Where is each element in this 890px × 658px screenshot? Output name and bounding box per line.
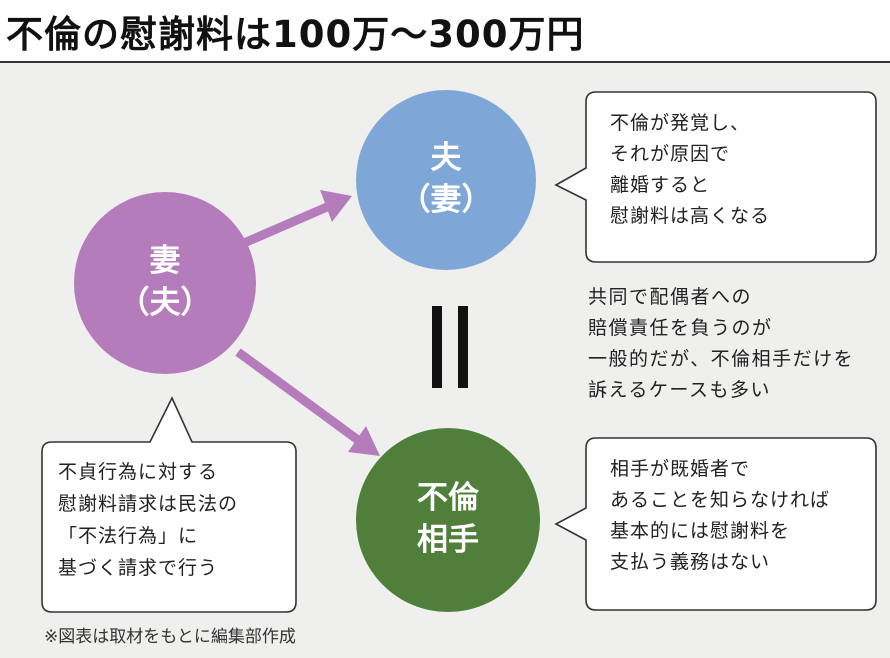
page-title: 不倫の慰謝料は100万～300万円 [6, 13, 585, 56]
node-partner-line1: 不倫 [417, 480, 479, 517]
node-husband-line1: 夫 [430, 140, 462, 177]
callout-line: 離婚すると [610, 174, 711, 196]
callout-line: 慰謝料請求は民法の [58, 493, 239, 515]
node-partner-line2: 相手 [417, 522, 479, 558]
note-line: 訴えるケースも多い [588, 379, 771, 401]
footnote: ※図表は取材をもとに編集部作成 [44, 627, 296, 647]
callout-bubble-bottom-left [41, 396, 297, 613]
node-wife-line1: 妻 [149, 243, 181, 280]
node-husband-line2: （妻） [399, 182, 493, 218]
title-rule [0, 61, 890, 63]
callout-line: 相手が既婚者で [610, 458, 751, 480]
note-line: 一般的だが、不倫相手だけを [588, 348, 855, 370]
callout-line: 不倫が発覚し、 [610, 112, 751, 134]
note-line: 共同で配偶者への [588, 286, 753, 308]
callout-bubble-top-right [554, 91, 877, 263]
callout-line: 慰謝料は高くなる [610, 205, 771, 227]
callout-bottom-right: 相手が既婚者で あることを知らなければ 基本的には慰謝料を 支払う義務はない [610, 454, 830, 578]
callout-top-right: 不倫が発覚し、 それが原因で 離婚すると 慰謝料は高くなる [610, 108, 770, 232]
node-wife: 妻 （夫） [74, 192, 256, 374]
note-middle-right: 共同で配偶者への 賠償責任を負うのが 一般的だが、不倫相手だけを 訴えるケースも… [588, 282, 854, 406]
callout-line: 基本的には慰謝料を [610, 520, 791, 542]
arrow-to-partner [235, 348, 361, 444]
node-partner: 不倫 相手 [356, 428, 540, 612]
callout-line: 「不法行為」に [58, 525, 199, 547]
node-wife-line2: （夫） [118, 285, 212, 321]
callout-line: 不貞行為に対する [58, 461, 219, 483]
arrow-to-husband [242, 202, 329, 248]
equals-bar-right [458, 306, 468, 388]
callout-bottom-left: 不貞行為に対する 慰謝料請求は民法の 「不法行為」に 基づく請求で行う [58, 456, 238, 584]
node-husband: 夫 （妻） [356, 90, 536, 270]
arrow-head-to-husband [320, 190, 352, 222]
callout-line: 支払う義務はない [610, 551, 771, 573]
equals-bar-left [432, 306, 442, 388]
callout-line: あることを知らなければ [610, 489, 831, 511]
callout-line: 基づく請求で行う [58, 557, 219, 579]
note-line: 賠償責任を負うのが [588, 317, 773, 339]
callout-bubble-bottom-right [554, 437, 877, 611]
arrow-head-to-partner [348, 426, 380, 456]
callout-line: それが原因で [610, 143, 731, 165]
